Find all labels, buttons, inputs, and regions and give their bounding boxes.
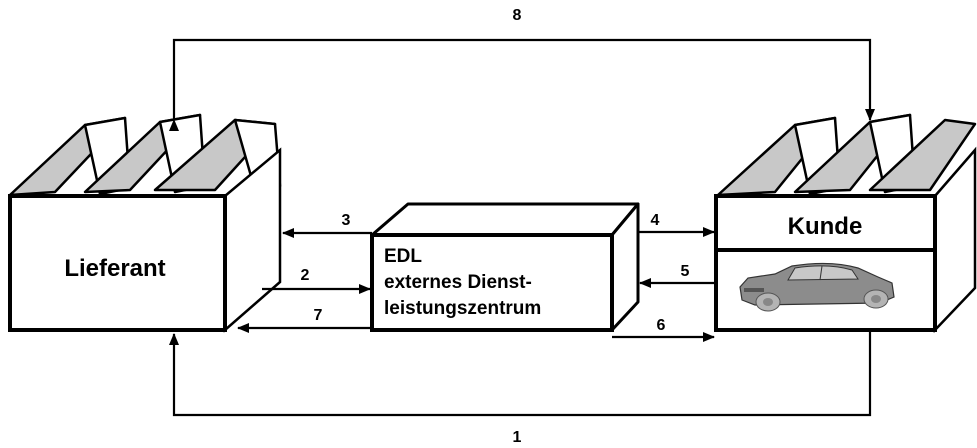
flow-label-8: 8 xyxy=(513,7,522,24)
customer-label: Kunde xyxy=(788,213,863,240)
service-center-box: EDL externes Dienst- leistungszentrum xyxy=(370,202,640,332)
flow-arrow-8 xyxy=(169,38,875,131)
flow-label-5: 5 xyxy=(681,263,690,280)
customer-roof xyxy=(716,113,977,197)
customer-side-face xyxy=(933,146,977,334)
flow-label-3: 3 xyxy=(342,212,351,229)
flow-label-4: 4 xyxy=(651,212,660,229)
flow-arrow-1 xyxy=(169,332,872,417)
supplier-building: Lieferant xyxy=(8,113,282,333)
flow-labels: 8 1 3 2 7 4 5 6 xyxy=(301,7,690,446)
customer-building: Kunde xyxy=(714,113,977,334)
service-center-line2: externes Dienst- xyxy=(384,272,532,293)
service-center-front-face xyxy=(370,233,614,332)
flow-label-1: 1 xyxy=(513,429,522,446)
flow-label-7: 7 xyxy=(314,307,323,324)
supplier-side-face xyxy=(223,147,282,333)
supplier-label: Lieferant xyxy=(64,255,165,282)
supplier-front-face xyxy=(8,194,227,332)
car-icon xyxy=(739,262,895,312)
flow-label-2: 2 xyxy=(301,267,310,284)
service-center-line3: leistungszentrum xyxy=(384,298,541,319)
flow-label-6: 6 xyxy=(657,317,666,334)
service-center-title: EDL xyxy=(384,246,422,267)
service-center-top-face xyxy=(370,202,640,237)
